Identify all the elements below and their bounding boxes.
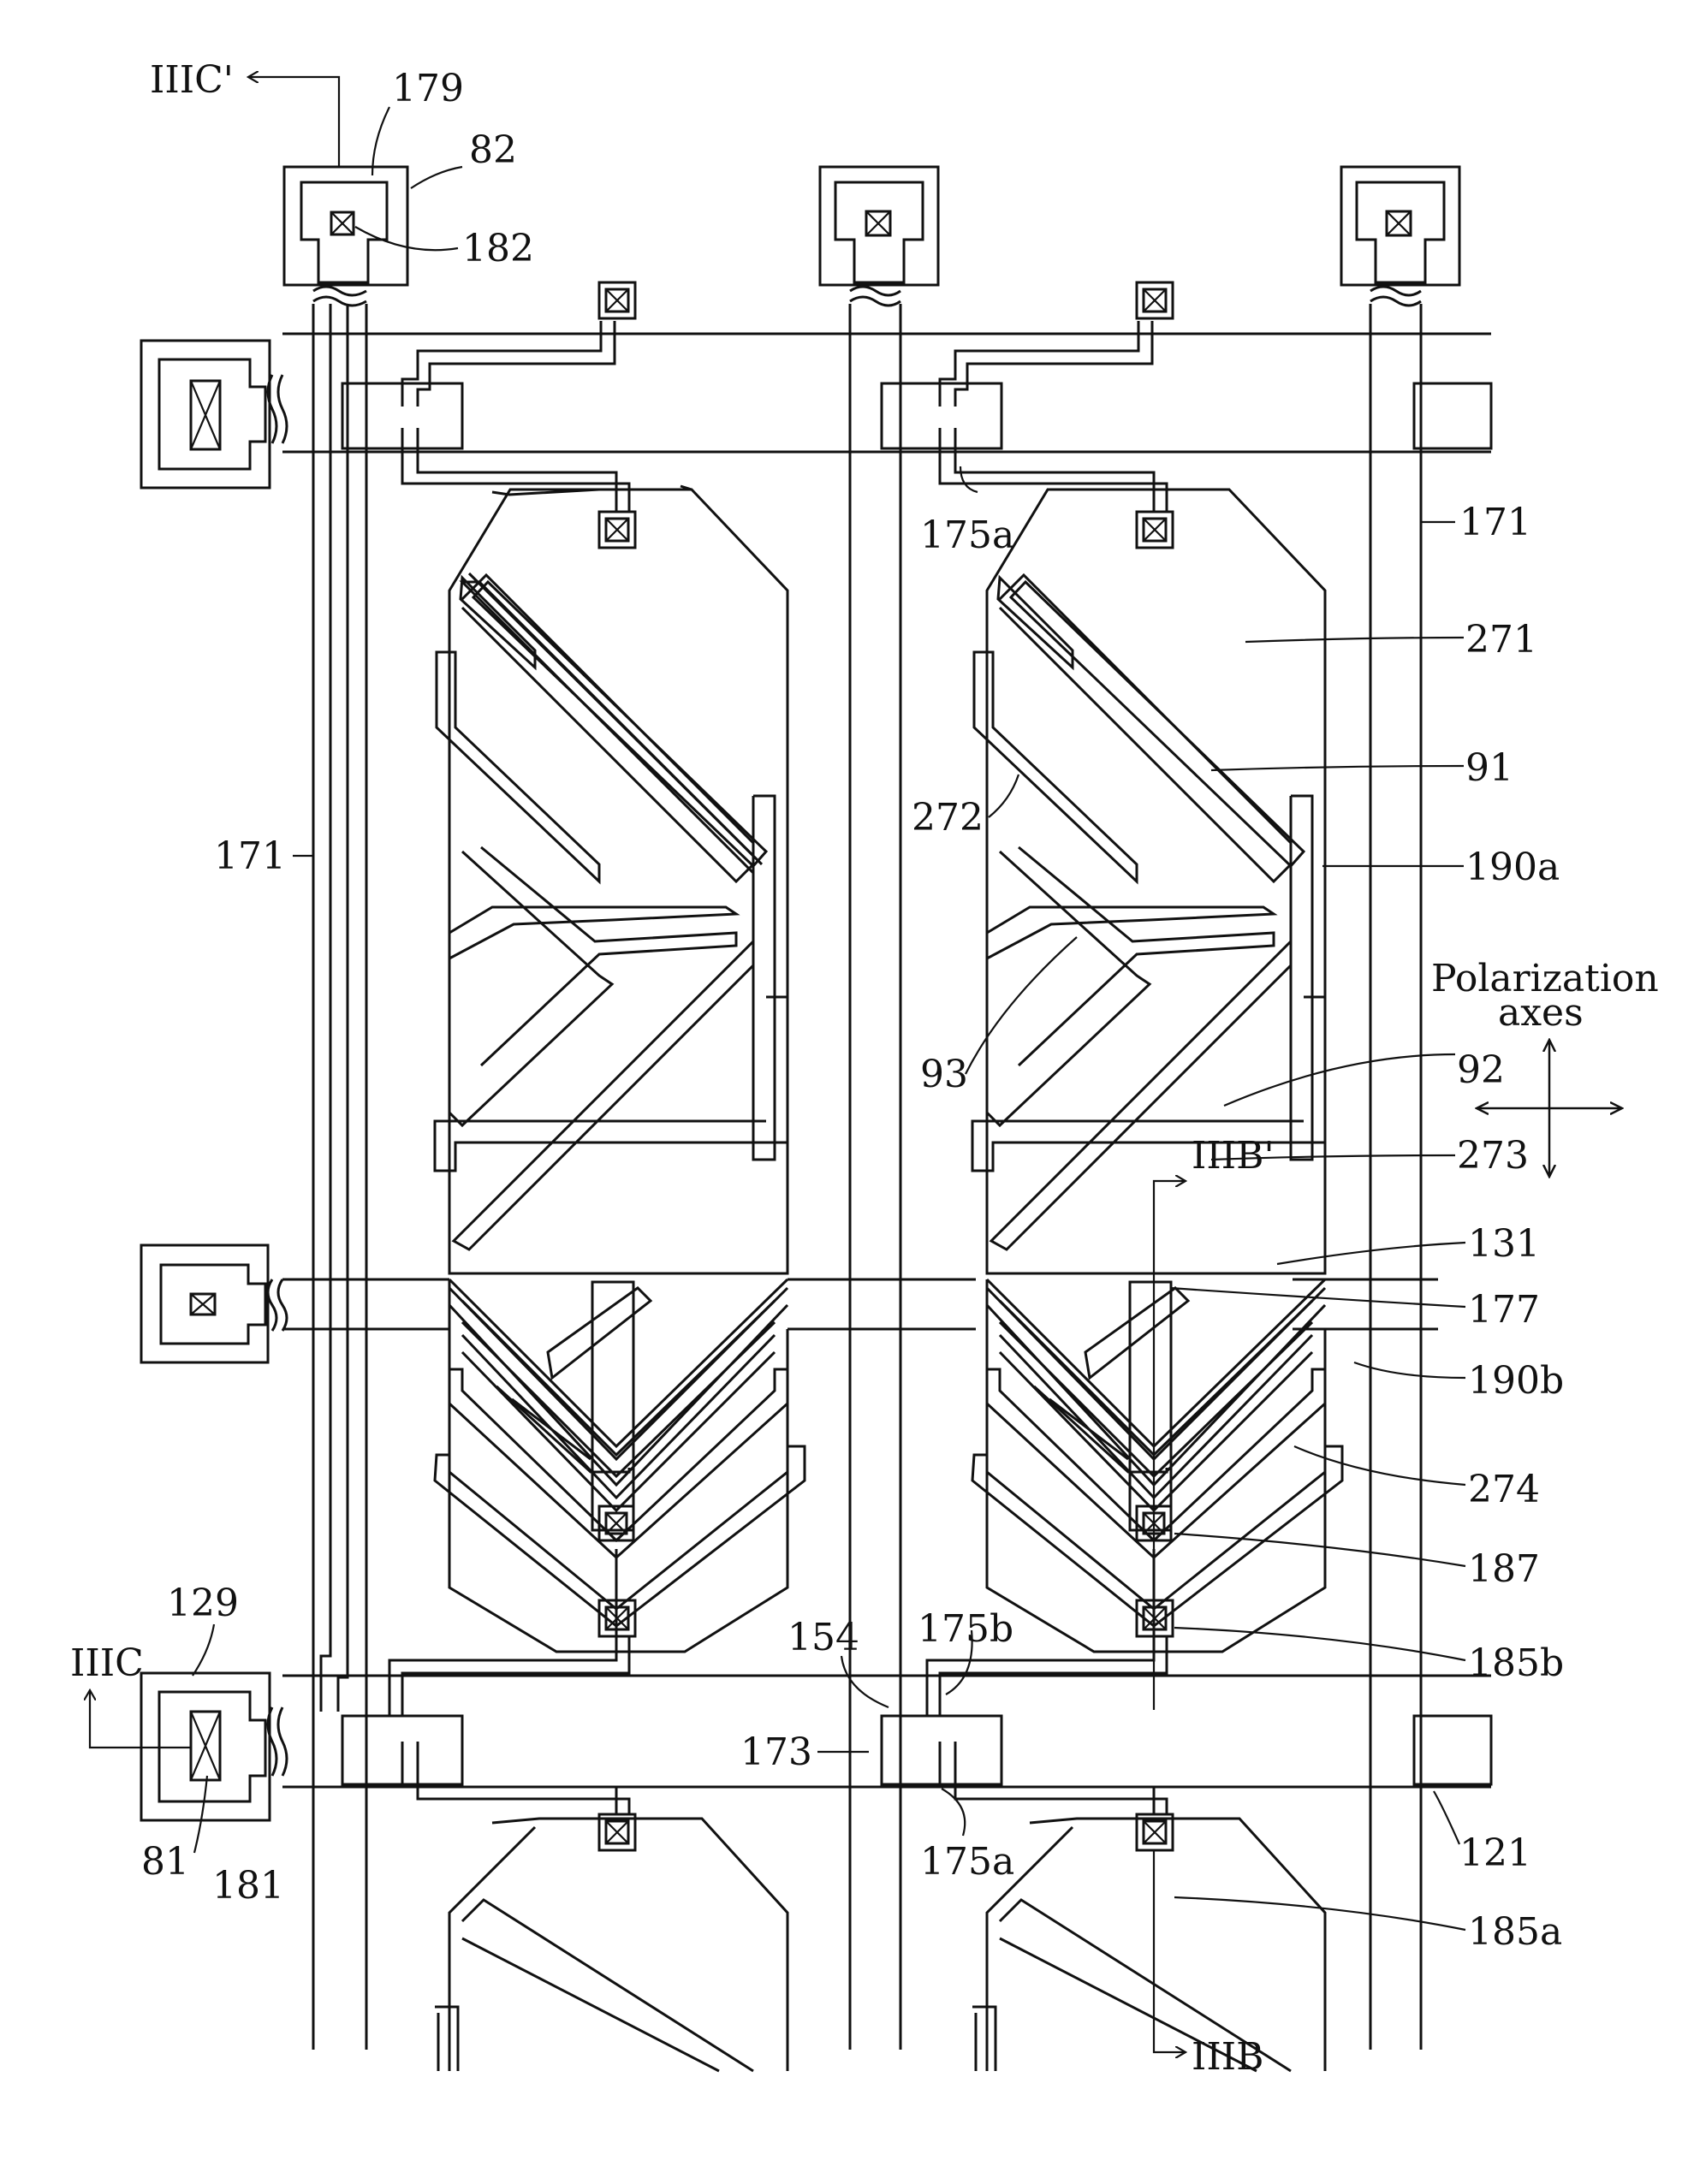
label-181: 181 — [212, 1864, 284, 1908]
cutouts-left-upper — [435, 582, 788, 1249]
label-182: 182 — [462, 227, 534, 270]
label-93: 93 — [920, 1053, 968, 1096]
label-175a-top: 175a — [920, 513, 1014, 557]
label-272: 272 — [912, 796, 984, 840]
data-pad-right — [1341, 167, 1459, 306]
label-173: 173 — [740, 1730, 812, 1774]
label-82: 82 — [469, 128, 517, 172]
label-185b: 185b — [1468, 1641, 1564, 1685]
gate-pad-top — [141, 341, 287, 488]
label-185a: 185a — [1468, 1910, 1562, 1954]
label-131: 131 — [1468, 1222, 1540, 1266]
label-81: 81 — [141, 1840, 189, 1884]
label-175b: 175b — [918, 1607, 1013, 1651]
label-177: 177 — [1468, 1288, 1540, 1332]
label-IIIB: IIIB — [1192, 2035, 1263, 2079]
data-pad-left — [284, 167, 407, 306]
label-129: 129 — [167, 1582, 239, 1625]
pixel-electrode-left-lower — [435, 1279, 805, 1652]
pixel-electrode-right-next — [972, 1819, 1325, 2071]
label-190a: 190a — [1465, 846, 1560, 889]
section-line-IIIC — [90, 77, 339, 1748]
pixel-electrode-right-lower — [972, 1279, 1342, 1652]
storage-pad-left — [141, 1245, 287, 1362]
data-pad-middle — [820, 167, 938, 306]
label-171-right: 171 — [1459, 501, 1531, 544]
tft-right-top — [940, 282, 1173, 548]
label-179: 179 — [392, 67, 464, 110]
tft-left-bottom — [389, 1600, 635, 1850]
label-92: 92 — [1457, 1048, 1505, 1092]
label-IIIB-prime: IIIB' — [1192, 1134, 1275, 1178]
label-187: 187 — [1468, 1547, 1540, 1591]
label-axes: axes — [1498, 991, 1584, 1035]
electrode-left-upper-detail — [449, 575, 788, 1273]
label-IIIC: IIIC — [70, 1641, 144, 1685]
label-154: 154 — [788, 1616, 859, 1659]
label-274: 274 — [1468, 1468, 1540, 1511]
label-190b: 190b — [1468, 1359, 1564, 1403]
pixel-electrode-left-next — [435, 1819, 788, 2071]
tft-left-top — [402, 282, 635, 548]
label-273: 273 — [1457, 1134, 1529, 1178]
label-171-left: 171 — [214, 834, 286, 878]
label-IIIC-prime: IIIC' — [150, 58, 234, 102]
gate-line-bottom — [282, 1676, 1491, 1787]
label-91: 91 — [1465, 746, 1513, 790]
label-121: 121 — [1459, 1831, 1531, 1875]
label-175a-bottom: 175a — [920, 1840, 1014, 1884]
label-271: 271 — [1465, 618, 1537, 662]
